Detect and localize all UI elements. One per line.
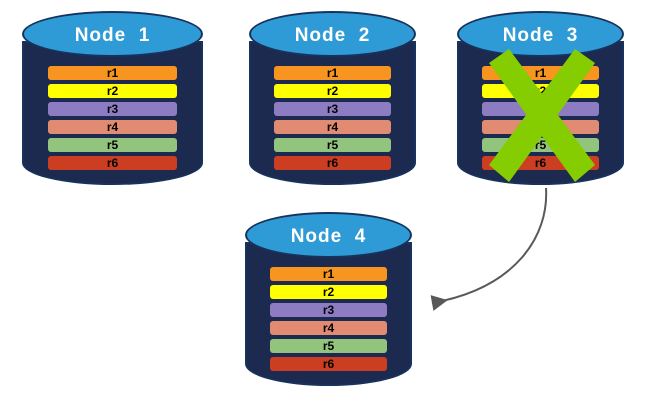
node-1-row-r2[interactable]: r2: [48, 84, 177, 98]
node-4-rows: r1 r2 r3 r4 r5 r6: [270, 267, 387, 371]
node-2-row-r3[interactable]: r3: [274, 102, 391, 116]
node-1-row-r6[interactable]: r6: [48, 156, 177, 170]
node-2-row-r6[interactable]: r6: [274, 156, 391, 170]
node-4-row-r6[interactable]: r6: [270, 357, 387, 371]
node-4-row-r3[interactable]: r3: [270, 303, 387, 317]
node-2-row-r5[interactable]: r5: [274, 138, 391, 152]
node-3-cylinder-top: [457, 11, 624, 57]
node-2-cylinder-top: [249, 11, 416, 57]
node-3-row-r6[interactable]: r6: [482, 156, 599, 170]
node-4-row-r2[interactable]: r2: [270, 285, 387, 299]
node-4-row-r1[interactable]: r1: [270, 267, 387, 281]
node-4[interactable]: Node 4 r1 r2 r3 r4 r5 r6: [245, 212, 412, 386]
node-3-row-r2[interactable]: r2: [482, 84, 599, 98]
node-1-rows: r1 r2 r3 r4 r5 r6: [48, 66, 177, 170]
node-3[interactable]: Node 3 r1 r2 r3 r4 r5 r6: [457, 11, 624, 185]
node-3-row-r4[interactable]: r4: [482, 120, 599, 134]
node-1-row-r1[interactable]: r1: [48, 66, 177, 80]
node-4-row-r4[interactable]: r4: [270, 321, 387, 335]
node-1[interactable]: Node 1 r1 r2 r3 r4 r5 r6: [22, 11, 203, 185]
node-4-cylinder-top: [245, 212, 412, 258]
node-2-rows: r1 r2 r3 r4 r5 r6: [274, 66, 391, 170]
node-4-row-r5[interactable]: r5: [270, 339, 387, 353]
node-1-row-r5[interactable]: r5: [48, 138, 177, 152]
node-2-row-r1[interactable]: r1: [274, 66, 391, 80]
node-2[interactable]: Node 2 r1 r2 r3 r4 r5 r6: [249, 11, 416, 185]
node-1-row-r3[interactable]: r3: [48, 102, 177, 116]
node-1-row-r4[interactable]: r4: [48, 120, 177, 134]
node-2-row-r4[interactable]: r4: [274, 120, 391, 134]
node-3-row-r1[interactable]: r1: [482, 66, 599, 80]
node-1-cylinder-top: [22, 11, 203, 57]
node-2-row-r2[interactable]: r2: [274, 84, 391, 98]
node-3-rows: r1 r2 r3 r4 r5 r6: [482, 66, 599, 170]
node-3-row-r5[interactable]: r5: [482, 138, 599, 152]
node-3-row-r3[interactable]: r3: [482, 102, 599, 116]
